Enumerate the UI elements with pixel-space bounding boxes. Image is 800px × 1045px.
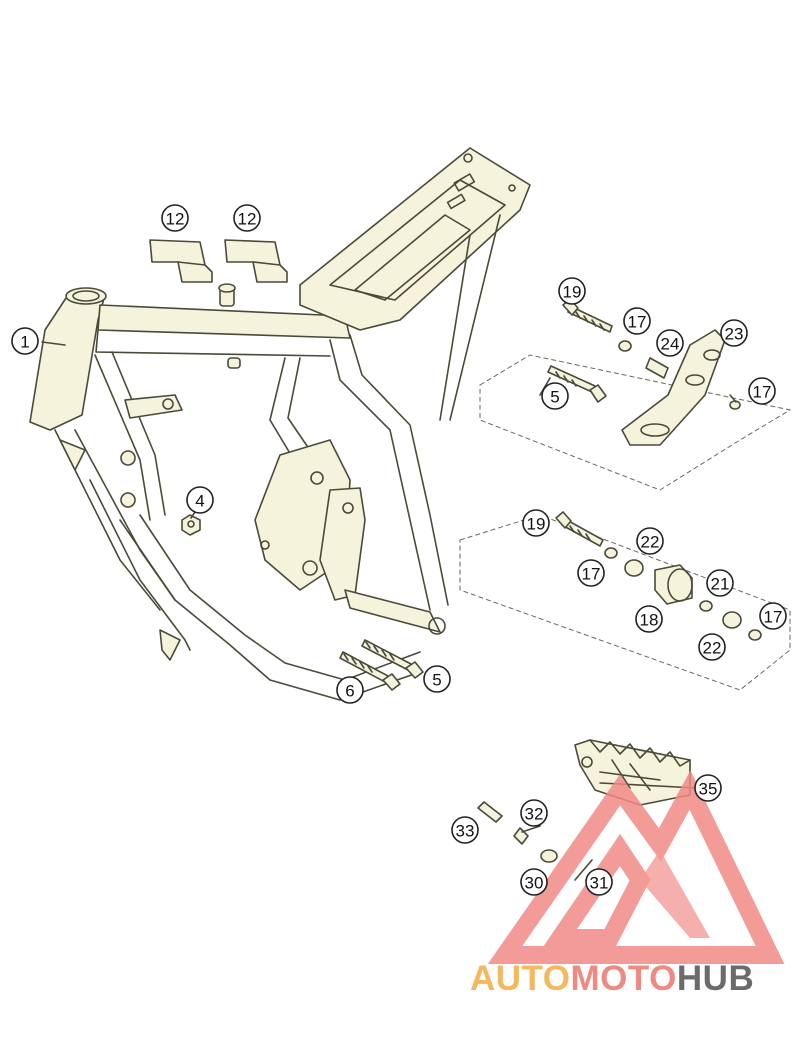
- svg-text:17: 17: [628, 313, 647, 332]
- frame-part-1: [29, 147, 531, 701]
- svg-text:31: 31: [590, 874, 609, 893]
- svg-text:19: 19: [563, 283, 582, 302]
- svg-text:32: 32: [525, 805, 544, 824]
- svg-text:17: 17: [582, 565, 601, 584]
- callout-21: 21: [706, 569, 734, 597]
- svg-text:30: 30: [525, 874, 544, 893]
- callout-32: 32: [520, 799, 548, 827]
- svg-text:5: 5: [550, 388, 559, 407]
- svg-text:12: 12: [238, 210, 257, 229]
- callout-17a: 17: [623, 307, 651, 335]
- callout-6: 6: [336, 676, 364, 704]
- callout-22b: 22: [698, 633, 726, 661]
- callout-23: 23: [720, 319, 748, 347]
- callout-12a: 12: [161, 204, 189, 232]
- callout-5a: 5: [541, 382, 569, 410]
- watermark-part3: HUB: [677, 959, 754, 998]
- svg-text:23: 23: [725, 325, 744, 344]
- watermark-text: AUTOMOTOHUB: [470, 959, 754, 998]
- svg-text:33: 33: [456, 822, 475, 841]
- callout-35: 35: [694, 774, 722, 802]
- pad-part-12b: [224, 239, 288, 283]
- callout-17d: 17: [759, 602, 787, 630]
- callout-22a: 22: [636, 527, 664, 555]
- svg-text:22: 22: [641, 533, 660, 552]
- callout-33: 33: [451, 816, 479, 844]
- stand-assembly-upper: [479, 298, 792, 491]
- svg-text:1: 1: [20, 333, 29, 352]
- svg-text:12: 12: [166, 210, 185, 229]
- callout-19b: 19: [522, 509, 550, 537]
- callout-24: 24: [656, 329, 684, 357]
- callout-1: 1: [11, 327, 39, 355]
- callout-19a: 19: [558, 277, 586, 305]
- stand-assembly-lower: [459, 511, 791, 691]
- bolt-part-6: [339, 651, 401, 691]
- watermark-part1: AUTO: [470, 959, 571, 998]
- callout-5b: 5: [423, 665, 451, 693]
- callout-17b: 17: [748, 377, 776, 405]
- svg-text:22: 22: [703, 639, 722, 658]
- svg-text:24: 24: [661, 335, 680, 354]
- svg-text:17: 17: [753, 383, 772, 402]
- watermark-part2: MOTO: [571, 959, 677, 998]
- footpeg-assembly: [477, 739, 691, 881]
- svg-text:19: 19: [527, 515, 546, 534]
- svg-text:18: 18: [640, 611, 659, 630]
- svg-text:5: 5: [432, 671, 441, 690]
- svg-text:35: 35: [699, 780, 718, 799]
- svg-text:21: 21: [711, 575, 730, 594]
- bolt-part-5b: [361, 639, 424, 679]
- callout-4: 4: [186, 486, 214, 514]
- callout-12b: 12: [233, 204, 261, 232]
- svg-text:17: 17: [764, 608, 783, 627]
- callout-17c: 17: [577, 559, 605, 587]
- pad-part-12a: [149, 239, 213, 283]
- callout-30: 30: [520, 868, 548, 896]
- callout-31: 31: [585, 868, 613, 896]
- svg-text:4: 4: [195, 492, 204, 511]
- callout-18: 18: [635, 605, 663, 633]
- nut-part-4: [181, 514, 201, 536]
- svg-text:6: 6: [345, 682, 354, 701]
